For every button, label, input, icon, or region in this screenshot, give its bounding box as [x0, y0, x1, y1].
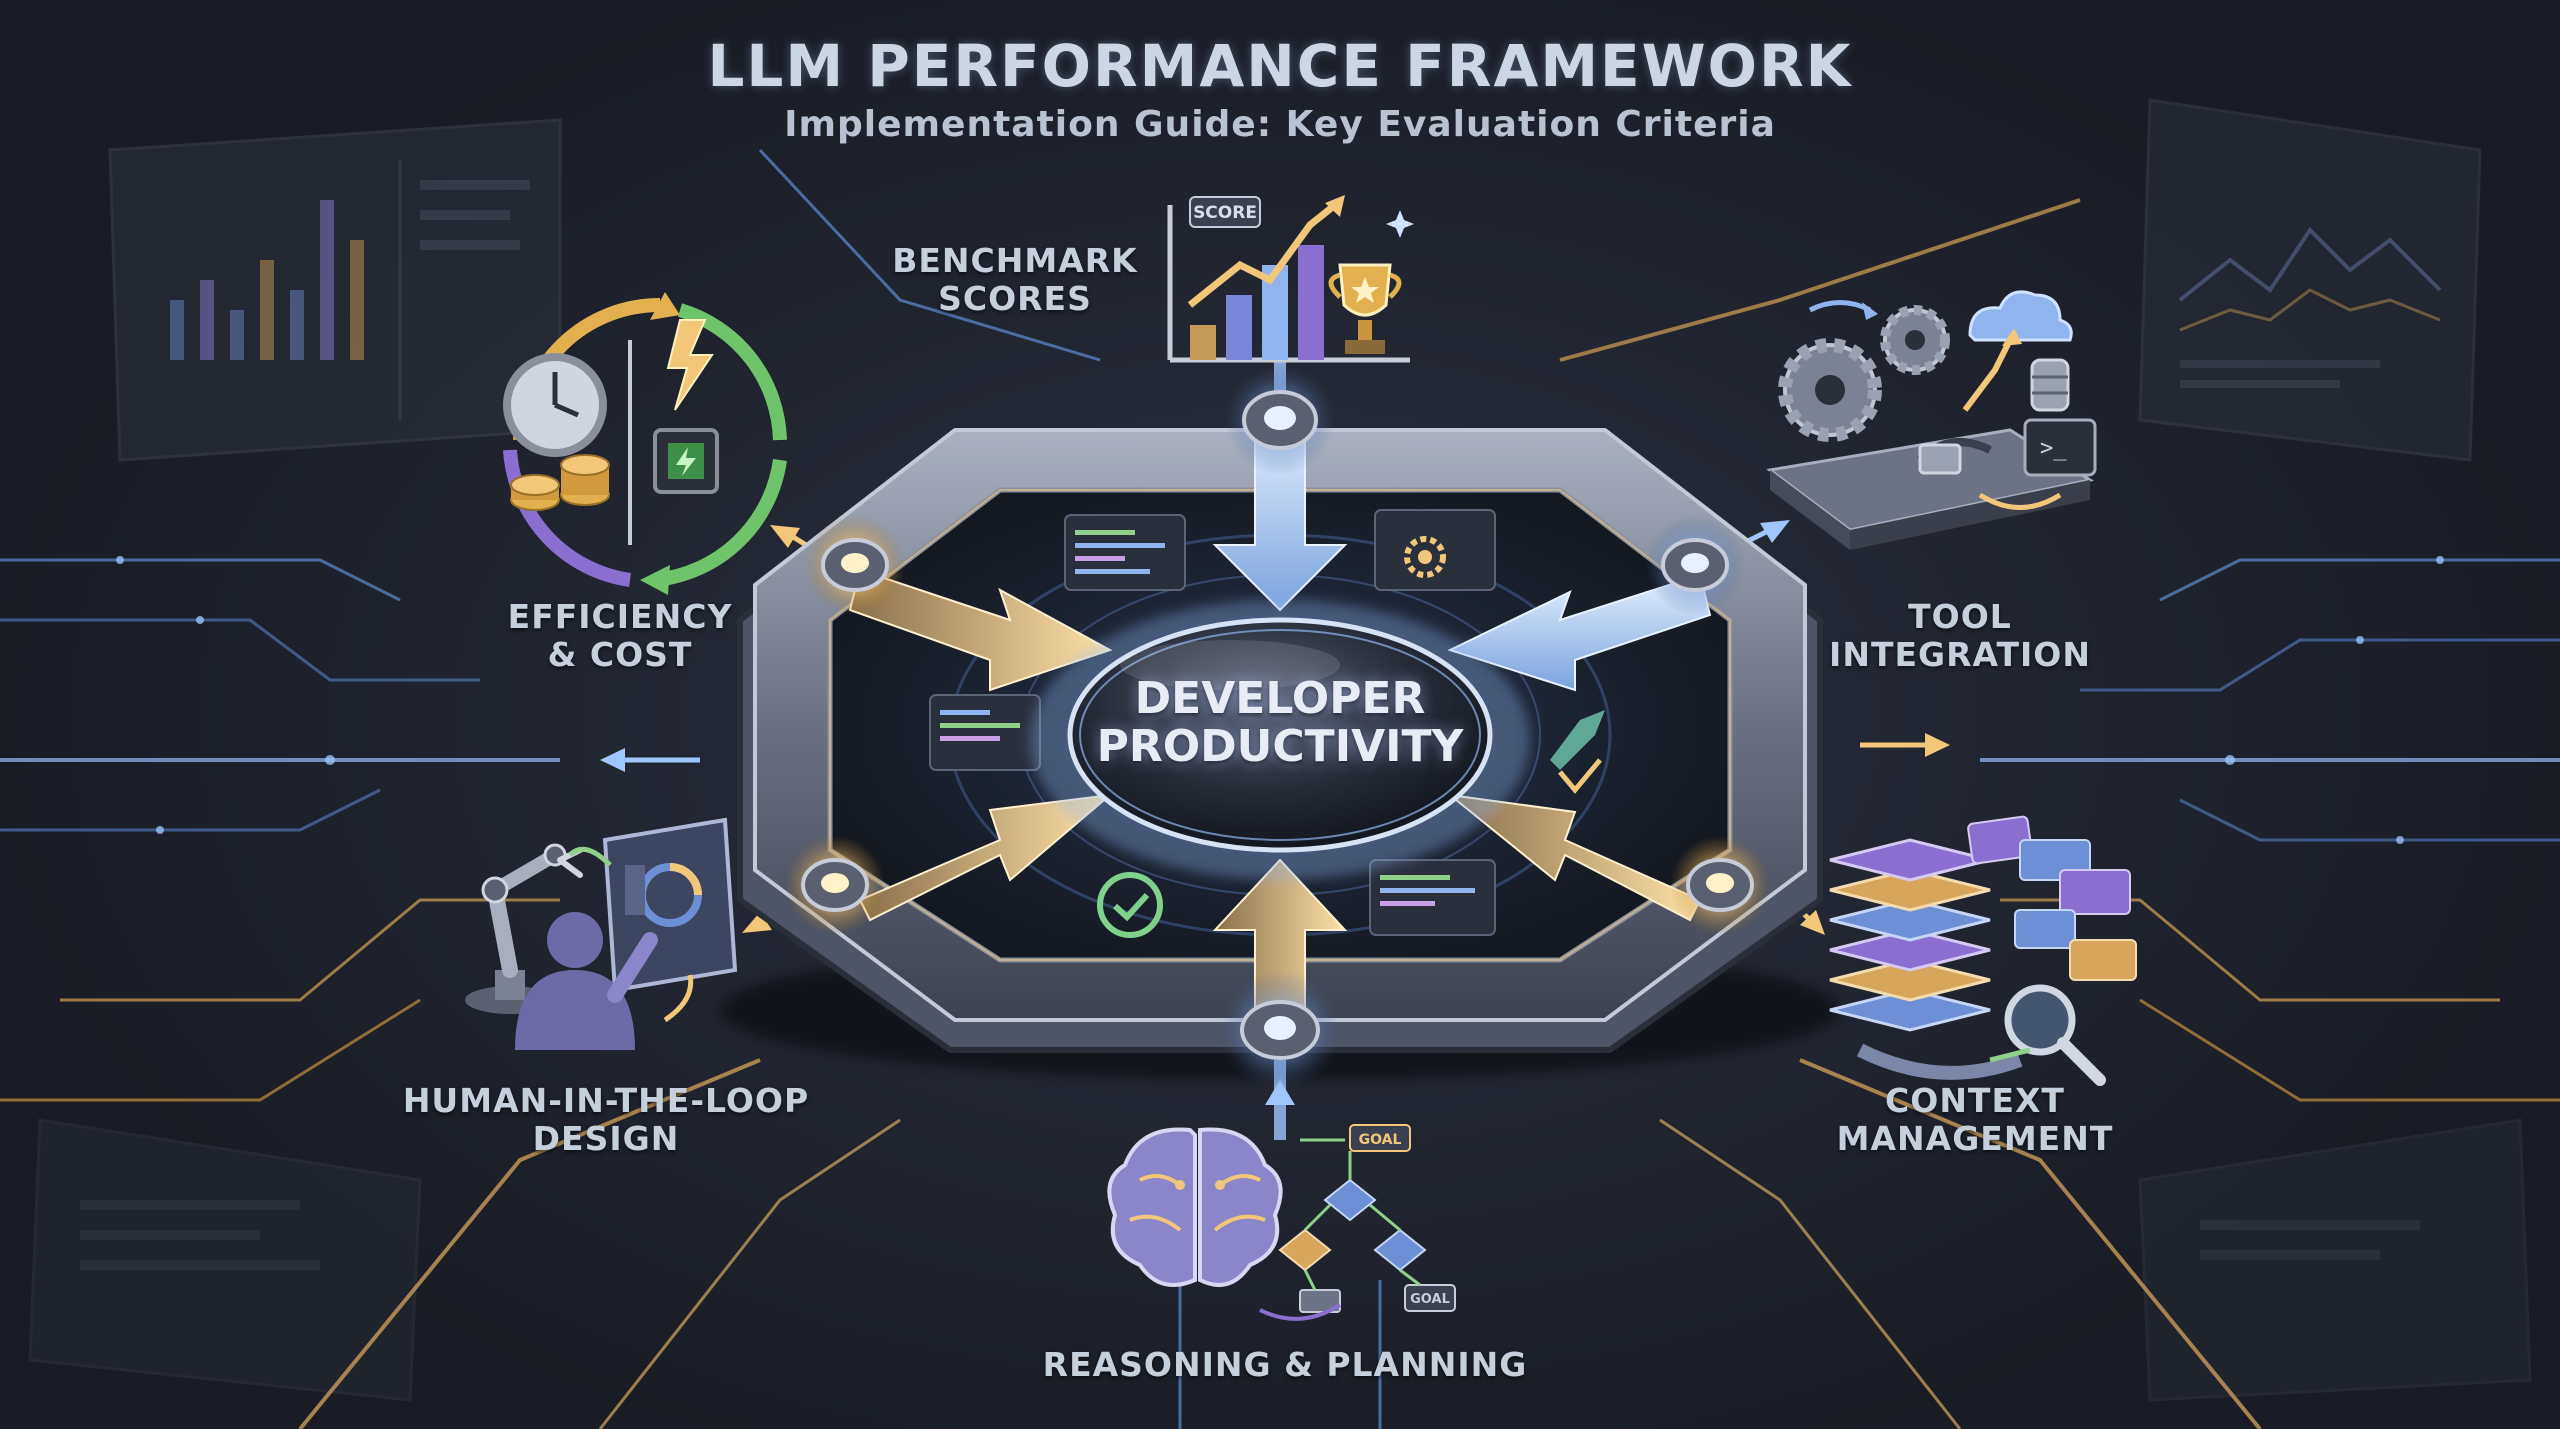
inward-arrows	[848, 419, 1712, 1041]
background-panel-bottom-right	[2138, 1118, 2532, 1402]
goal-top-text: GOAL	[1359, 1132, 1402, 1148]
goal-bottom-text: GOAL	[1410, 1292, 1450, 1307]
rocket-icon	[1550, 710, 1605, 794]
label-context-management: CONTEXT MANAGEMENT	[1735, 1082, 2215, 1158]
robot-arm-person-icon	[465, 817, 738, 1050]
score-badge-text: SCORE	[1193, 203, 1257, 223]
label-line-2: MANAGEMENT	[1836, 1118, 2114, 1158]
central-hub	[1030, 600, 1530, 880]
label-line-2: SCORES	[938, 278, 1092, 318]
clock-coins-chip-cycle-icon	[503, 292, 787, 595]
label-line-1: HUMAN-IN-THE-LOOP	[402, 1081, 810, 1120]
label-line-1: EFFICIENCY	[507, 597, 733, 636]
page-title: LLM PERFORMANCE FRAMEWORK	[707, 32, 1853, 100]
circuit-traces	[0, 148, 2560, 1429]
score-chart-trophy-icon: SCORE	[1167, 195, 1414, 363]
label-line-1: CONTEXT	[1885, 1081, 2065, 1120]
code-window-snippets	[929, 509, 1605, 938]
background-panel-left	[108, 118, 562, 462]
background-panel-right	[2138, 98, 2482, 462]
terminal-prompt-text: >_	[2040, 436, 2067, 461]
refresh-check-icon	[1097, 872, 1163, 938]
label-human-in-the-loop: HUMAN-IN-THE-LOOP DESIGN	[366, 1082, 846, 1158]
center-line-2: PRODUCTIVITY	[1096, 721, 1464, 773]
label-line-2: INTEGRATION	[1829, 634, 2091, 674]
page-subtitle: Implementation Guide: Key Evaluation Cri…	[784, 104, 1776, 145]
label-line-2: DESIGN	[532, 1118, 680, 1158]
label-line-2: & COST	[547, 634, 693, 674]
center-line-1: DEVELOPER	[1134, 673, 1426, 724]
label-efficiency-cost: EFFICIENCY & COST	[380, 598, 860, 674]
label-reasoning-planning: REASONING & PLANNING	[935, 1346, 1635, 1384]
center-hub-label: DEVELOPER PRODUCTIVITY	[980, 673, 1580, 773]
brain-flowchart-icon: GOAL GOAL	[1107, 1124, 1456, 1321]
circuit-dots	[116, 556, 2444, 844]
label-line-1: REASONING & PLANNING	[1042, 1345, 1528, 1384]
gears-cloud-plug-icon: >_	[1766, 290, 2097, 550]
label-tool-integration: TOOL INTEGRATION	[1720, 598, 2200, 674]
ring-joints	[785, 365, 1770, 1090]
stacked-layers-magnifier-icon	[1829, 815, 2137, 1086]
label-line-1: TOOL	[1908, 597, 2012, 636]
label-line-1: BENCHMARK	[892, 241, 1138, 280]
label-benchmark-scores: BENCHMARK SCORES	[775, 242, 1255, 318]
background-panel-bottom-left	[28, 1118, 422, 1402]
